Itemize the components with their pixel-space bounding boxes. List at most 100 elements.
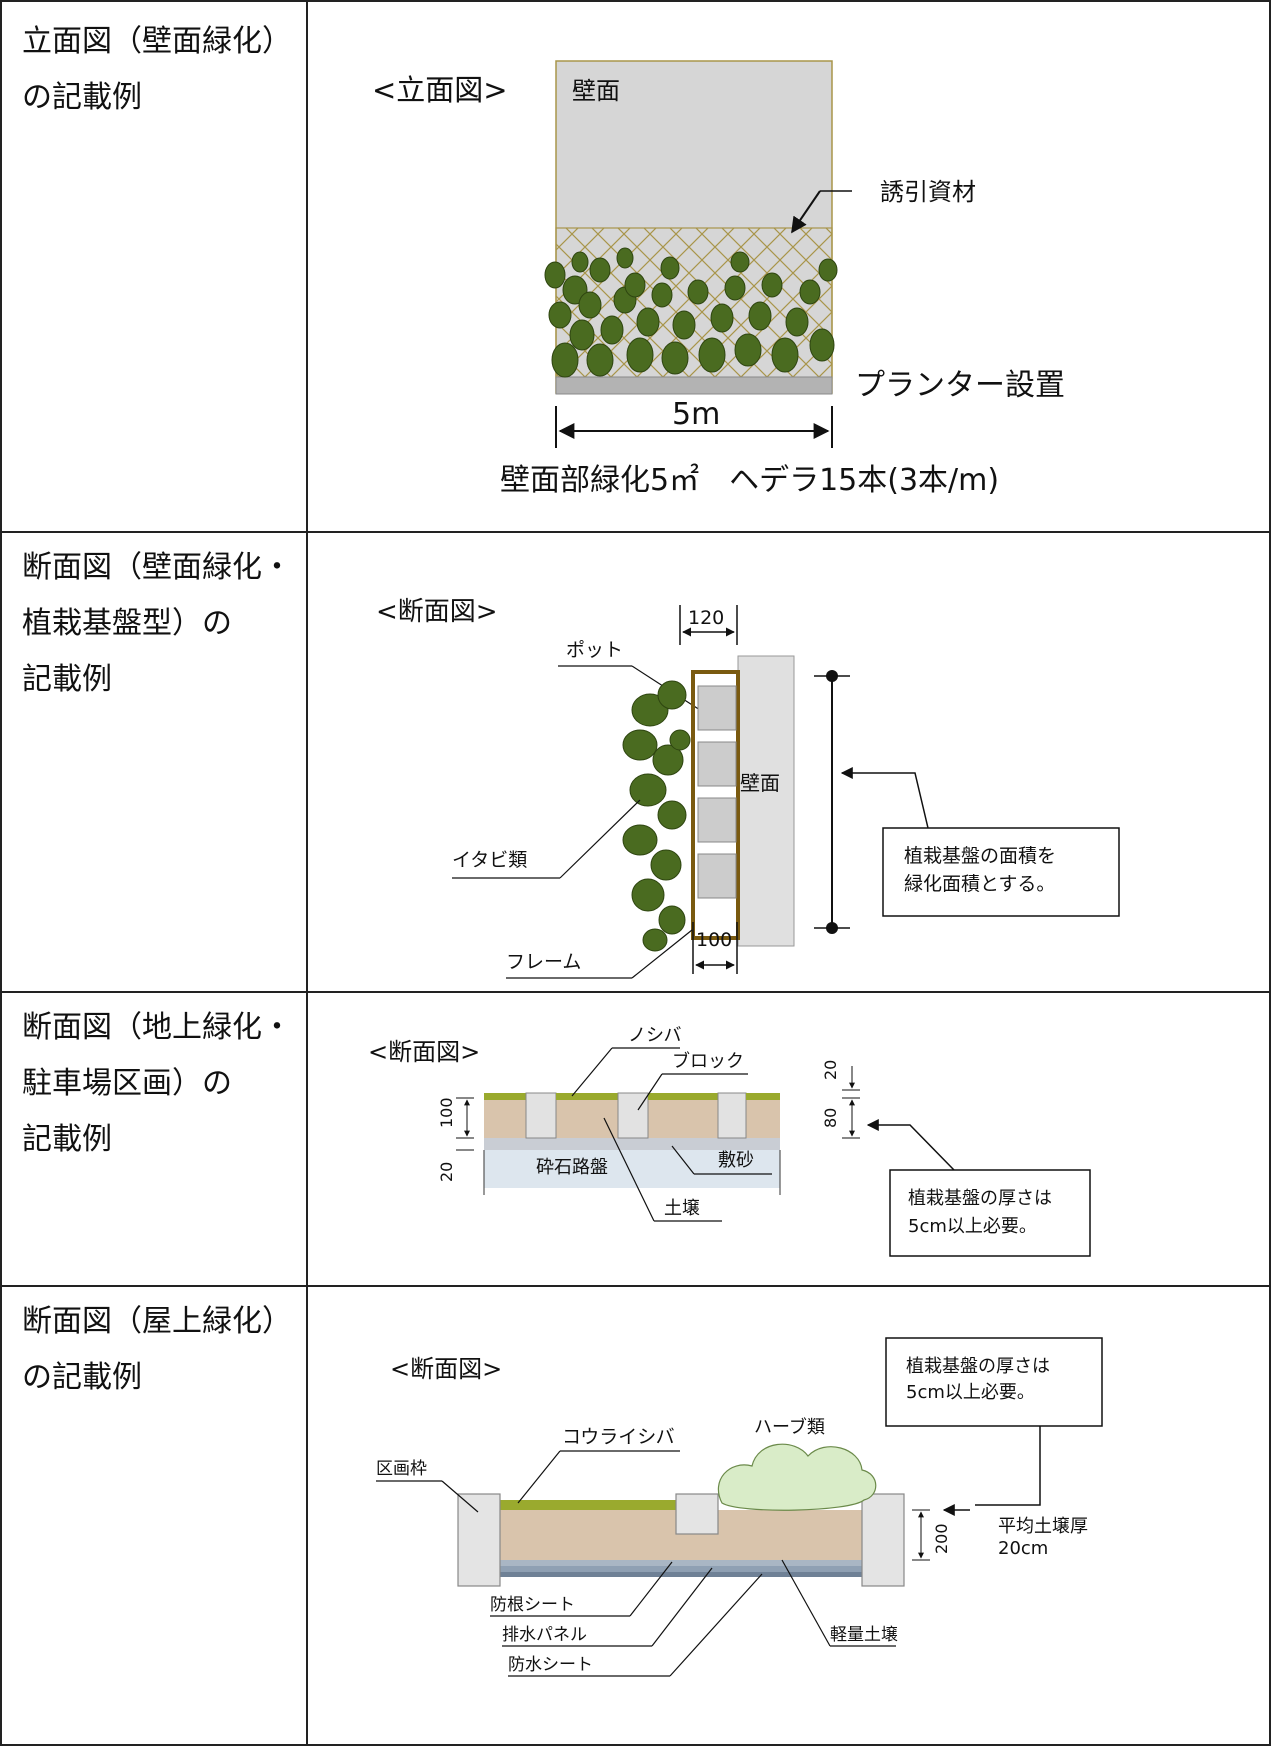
waterproof-leader [669, 1573, 763, 1677]
dim-right-bottom-label: 80 [821, 1108, 840, 1128]
rooftop-heading: <断面図> [390, 1355, 502, 1383]
dim-left-bottom-label: 20 [437, 1162, 456, 1182]
avg-soil-line2: 20cm [998, 1538, 1048, 1559]
table-border-top [0, 0, 1271, 2]
trellis-label: 誘引資材 [880, 178, 976, 206]
ivy-leader [559, 799, 641, 879]
row1-label-line2: の記載例 [22, 80, 142, 115]
herb-foliage [717, 1443, 877, 1511]
width-label: 5m [672, 397, 720, 432]
root-sheet-layer [500, 1560, 862, 1566]
parking-heading: <断面図> [368, 1038, 480, 1066]
section-ivy [622, 680, 691, 952]
drain-panel-label: 排水パネル [502, 1625, 587, 1645]
frame-right [861, 1493, 905, 1587]
parking-section-figure: <断面図> ノシバ ブロック 砕石路盤 敷砂 土壌 100 20 [368, 1025, 1091, 1257]
elevation-caption: 壁面部緑化5㎡ ヘデラ15本(3本/m) [500, 463, 999, 498]
block-label: ブロック [672, 1050, 744, 1072]
wall-note-line1: 植栽基盤の面積を [904, 845, 1056, 867]
dim-left-top-label: 100 [437, 1097, 456, 1128]
sand-layer [484, 1138, 780, 1150]
wall-section-figure: <断面図> 120 ポット 壁面 イタビ類 フレーム 100 [376, 597, 1120, 979]
row3-label-line1: 断面図（地上緑化・ [22, 1010, 292, 1045]
row3-label-line3: 記載例 [22, 1122, 112, 1157]
frame-label: フレーム [506, 951, 581, 973]
block-3 [717, 1092, 747, 1139]
grass-leader [571, 1047, 613, 1097]
row2-label: 断面図（壁面緑化・ 植栽基盤型）の 記載例 [22, 540, 292, 708]
table-row-divider-1 [0, 531, 1271, 533]
row2-label-line1: 断面図（壁面緑化・ [22, 550, 292, 585]
waterproof-sheet-label: 防水シート [508, 1655, 593, 1675]
parking-note-line1: 植栽基盤の厚さは [908, 1188, 1052, 1209]
row2-label-line2: 植栽基盤型）の [22, 606, 232, 641]
sand-label: 敷砂 [718, 1150, 754, 1171]
gravel-label: 砕石路盤 [536, 1157, 608, 1178]
frame-middle [675, 1493, 719, 1535]
drain-panel-leader [651, 1567, 713, 1647]
grass-strip-1 [484, 1093, 526, 1100]
frame-leader-rooftop [441, 1480, 479, 1513]
herb-label: ハーブ類 [754, 1416, 825, 1438]
wall-note-line2: 緑化面積とする。 [904, 873, 1055, 895]
block-2 [617, 1092, 649, 1139]
row4-label: 断面図（屋上緑化） の記載例 [22, 1294, 292, 1406]
rooftop-note-leader [975, 1426, 1041, 1506]
block-1 [525, 1092, 557, 1139]
section-wall [737, 655, 795, 947]
light-soil-leader [781, 1559, 831, 1647]
frame-label-rooftop: 区画枠 [376, 1459, 427, 1479]
elevation-heading: <立面図> [372, 73, 508, 107]
rooftop-note-line2: 5cm以上必要。 [906, 1382, 1035, 1403]
parking-note-leader [866, 1119, 955, 1171]
table-column-divider [306, 0, 308, 1746]
drain-panel-layer [500, 1566, 862, 1572]
elevation-figure: <立面図> 壁面 誘引資材 プランター設置 [372, 60, 1065, 498]
wall-label: 壁面 [572, 77, 620, 105]
light-soil-label: 軽量土壌 [830, 1625, 898, 1645]
row3-label-line2: 駐車場区画）の [22, 1066, 232, 1101]
sand-leader [671, 1145, 695, 1175]
dim-right-top-label: 20 [821, 1060, 840, 1080]
rooftop-note-line1: 植栽基盤の厚さは [906, 1356, 1050, 1377]
gravel-layer [484, 1150, 780, 1188]
section-wall-label: 壁面 [740, 771, 780, 795]
parking-note-box [889, 1169, 1091, 1257]
soil-label: 土壌 [664, 1198, 700, 1219]
wall-section-heading: <断面図> [376, 597, 498, 627]
dim-bottom-label: 100 [696, 929, 732, 951]
waterproof-sheet-layer [500, 1572, 862, 1577]
table-row-divider-2 [0, 991, 1271, 993]
rooftop-note-box [885, 1337, 1103, 1427]
planting-frame [691, 670, 740, 940]
grass-layer [500, 1500, 676, 1510]
table-row-divider-3 [0, 1285, 1271, 1287]
table-border-bottom [0, 1744, 1271, 1746]
table-border-right [1269, 0, 1271, 1746]
grass-leader-rooftop [517, 1450, 561, 1504]
row4-label-line1: 断面図（屋上緑化） [22, 1304, 292, 1339]
root-sheet-leader [629, 1561, 673, 1617]
pot-1 [697, 685, 737, 731]
rooftop-dim-label: 200 [932, 1523, 951, 1554]
pot-3 [697, 797, 737, 843]
ivy-foliage [544, 247, 838, 378]
row4-label-line2: の記載例 [22, 1360, 142, 1395]
grass-label-rooftop: コウライシバ [562, 1426, 675, 1448]
planter-box [555, 376, 833, 395]
row2-label-line3: 記載例 [22, 662, 112, 697]
frame-left [457, 1493, 501, 1587]
grass-strip-2 [556, 1093, 618, 1100]
frame-leader [631, 929, 693, 979]
pot-2 [697, 741, 737, 787]
wall-note-box [882, 827, 1120, 917]
grass-label: ノシバ [628, 1025, 681, 1046]
planter-label: プランター設置 [855, 368, 1065, 403]
row1-label: 立面図（壁面緑化） の記載例 [22, 14, 292, 126]
table-border-left [0, 0, 2, 1746]
soil-leader [603, 1117, 655, 1222]
row3-label: 断面図（地上緑化・ 駐車場区画）の 記載例 [22, 1000, 292, 1168]
pot-4 [697, 853, 737, 899]
